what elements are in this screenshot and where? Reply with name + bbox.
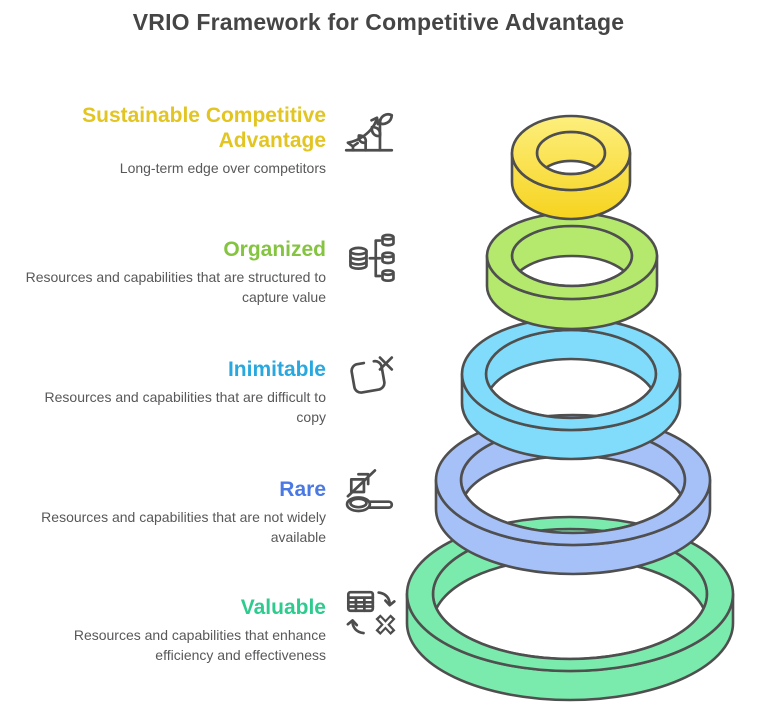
level-row-valuable: Valuable Resources and capabilities that… [20, 590, 396, 665]
level-description-inimitable: Resources and capabilities that are diff… [44, 389, 326, 425]
scarcity-spoon-icon [342, 465, 396, 523]
level-row-inimitable: Inimitable Resources and capabilities th… [20, 356, 396, 427]
level-title-rare: Rare [279, 478, 326, 501]
level-description-organized: Resources and capabilities that are stru… [25, 269, 326, 305]
level-row-rare: Rare Resources and capabilities that are… [20, 469, 396, 547]
level-description-rare: Resources and capabilities that are not … [41, 509, 326, 545]
level-title-inimitable: Inimitable [227, 358, 326, 381]
level-title-sustainable: Sustainable Competitive Advantage [82, 104, 326, 152]
level-title-valuable: Valuable [240, 596, 326, 619]
level-description-valuable: Resources and capabilities that enhance … [73, 627, 326, 663]
diagram-title: VRIO Framework for Competitive Advantage [132, 9, 625, 35]
no-copy-icon [342, 350, 396, 408]
ring-sustainable-face [510, 114, 632, 192]
level-row-organized: Organized Resources and capabilities tha… [20, 233, 396, 307]
level-title-organized: Organized [223, 238, 326, 261]
ring-organized-face [485, 211, 659, 301]
ring-inimitable-face [460, 316, 682, 432]
growth-trend-icon [342, 103, 396, 161]
table-transform-icon [342, 585, 396, 643]
database-hierarchy-icon [342, 230, 396, 288]
level-description-sustainable: Long-term edge over competitors [119, 160, 326, 176]
level-row-sustainable: Sustainable Competitive Advantage Long-t… [20, 103, 396, 178]
